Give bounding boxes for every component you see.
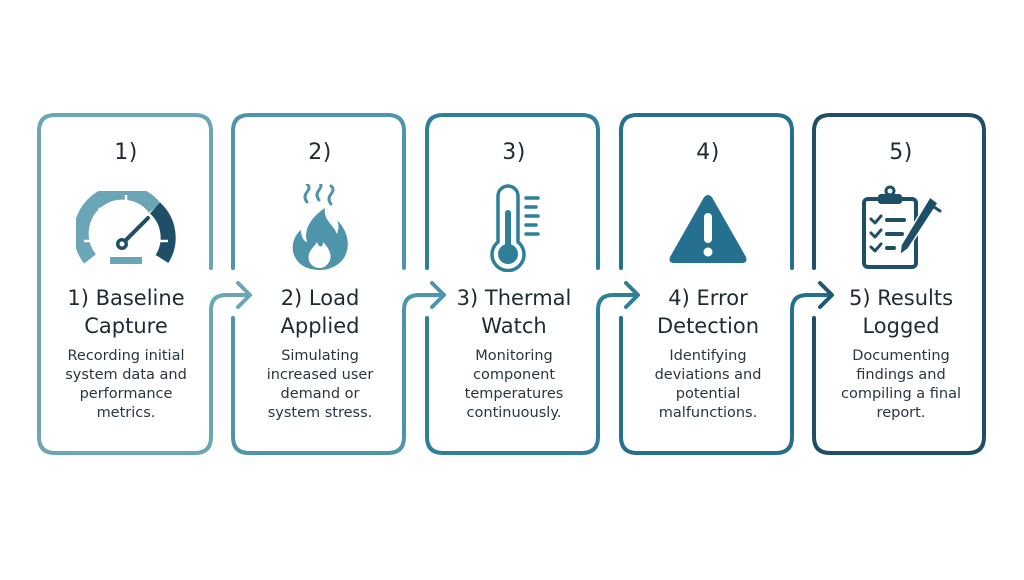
step-title: 5) Results Logged <box>848 286 954 338</box>
card-1-border <box>37 113 248 455</box>
step-number: 2) <box>308 140 332 165</box>
warning-triangle-icon <box>669 195 747 263</box>
card-5-border <box>812 113 986 455</box>
step-description: Simulating increased user demand or syst… <box>266 348 374 421</box>
step-description: Identifying deviations and potential mal… <box>654 348 762 421</box>
step-card-3: 3) 3) Thermal Watch Monitoring compon <box>427 113 601 455</box>
card-2-border <box>231 113 442 455</box>
connector-arrow-2-3 <box>430 281 446 309</box>
speedometer-gauge-icon <box>76 191 176 264</box>
flame-heat-icon <box>292 184 348 270</box>
step-card-4: 4) 4) Error Detection Identifying deviat… <box>621 113 795 455</box>
step-card-2: 2) 2) Load Applied Simulating increased … <box>233 113 407 455</box>
step-title: 2) Load Applied <box>280 286 360 338</box>
thermometer-icon <box>490 184 540 272</box>
step-description: Documenting findings and compiling a fin… <box>841 348 961 421</box>
step-title: 4) Error Detection <box>656 286 760 338</box>
step-number: 3) <box>502 140 526 165</box>
connector-arrow-4-5 <box>818 281 834 309</box>
step-title: 1) Baseline Capture <box>67 286 185 338</box>
connector-arrow-3-4 <box>624 281 640 309</box>
step-number: 4) <box>696 140 720 165</box>
step-title: 3) Thermal Watch <box>456 286 572 338</box>
step-card-1: 1) 1) Baseline Capture Reco <box>39 113 213 455</box>
step-number: 1) <box>114 140 138 165</box>
step-description: Monitoring component temperatures contin… <box>464 348 564 421</box>
step-description: Recording initial system data and perfor… <box>65 348 187 421</box>
connector-arrow-1-2 <box>236 281 252 309</box>
step-card-5: 5) 5) Results <box>814 113 988 455</box>
clipboard-checklist-pen-icon <box>862 185 942 269</box>
card-4-border <box>619 113 830 455</box>
step-number: 5) <box>889 140 913 165</box>
card-3-border <box>425 113 636 455</box>
